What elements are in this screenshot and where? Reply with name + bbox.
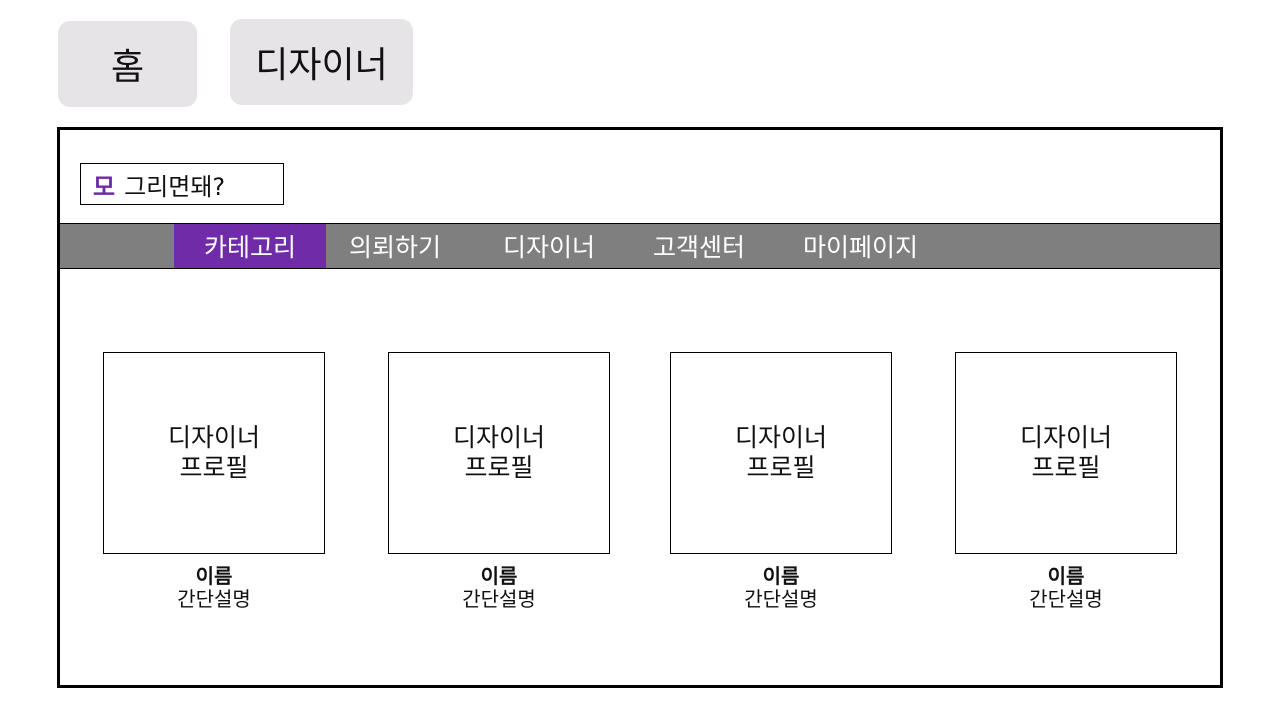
nav-item-category[interactable]: 카테고리	[174, 224, 326, 268]
page-frame: 모 그리면돼? 카테고리 의뢰하기 디자이너 고객센터 마이페이지 디자이너 프…	[57, 127, 1223, 688]
nav-item-label: 디자이너	[503, 233, 596, 262]
designer-name[interactable]: 이름	[480, 564, 518, 588]
nav-bar: 카테고리 의뢰하기 디자이너 고객센터 마이페이지	[60, 223, 1220, 269]
designer-description: 간단설명	[177, 587, 251, 611]
nav-item-designer[interactable]: 디자이너	[503, 224, 595, 268]
profile-image-label-line1: 디자이너	[452, 423, 545, 452]
logo-text: 그리면돼?	[124, 172, 226, 201]
nav-item-label: 고객센터	[653, 233, 746, 262]
designer-profile-image[interactable]: 디자이너 프로필	[388, 352, 610, 554]
designer-name[interactable]: 이름	[195, 564, 233, 588]
nav-item-support[interactable]: 고객센터	[653, 224, 745, 268]
designer-name[interactable]: 이름	[1047, 564, 1085, 588]
tab-home-label: 홈	[110, 47, 145, 88]
designer-card-info: 이름 간단설명	[670, 565, 892, 611]
nav-item-label: 의뢰하기	[349, 233, 442, 262]
designer-profile-image[interactable]: 디자이너 프로필	[955, 352, 1177, 554]
logo[interactable]: 모 그리면돼?	[80, 163, 284, 205]
tab-designer-label: 디자이너	[255, 45, 388, 86]
designer-card-info: 이름 간단설명	[388, 565, 610, 611]
profile-image-label-line2: 프로필	[746, 453, 816, 482]
logo-mark: 모	[93, 172, 116, 201]
designer-description: 간단설명	[462, 587, 536, 611]
designer-description: 간단설명	[1029, 587, 1103, 611]
designer-profile-image[interactable]: 디자이너 프로필	[670, 352, 892, 554]
designer-profile-image[interactable]: 디자이너 프로필	[103, 352, 325, 554]
designer-description: 간단설명	[744, 587, 818, 611]
tab-home[interactable]: 홈	[58, 21, 197, 107]
designer-card-info: 이름 간단설명	[955, 565, 1177, 611]
profile-image-label-line1: 디자이너	[167, 423, 260, 452]
nav-item-request[interactable]: 의뢰하기	[349, 224, 441, 268]
profile-image-label-line2: 프로필	[464, 453, 534, 482]
nav-item-mypage[interactable]: 마이페이지	[803, 224, 918, 268]
designer-card-info: 이름 간단설명	[103, 565, 325, 611]
nav-item-label: 카테고리	[203, 233, 296, 262]
profile-image-label-line1: 디자이너	[734, 423, 827, 452]
profile-image-label-line2: 프로필	[1031, 453, 1101, 482]
nav-item-label: 마이페이지	[803, 233, 919, 262]
tab-designer[interactable]: 디자이너	[230, 19, 413, 105]
profile-image-label-line1: 디자이너	[1019, 423, 1112, 452]
designer-name[interactable]: 이름	[762, 564, 800, 588]
profile-image-label-line2: 프로필	[179, 453, 249, 482]
